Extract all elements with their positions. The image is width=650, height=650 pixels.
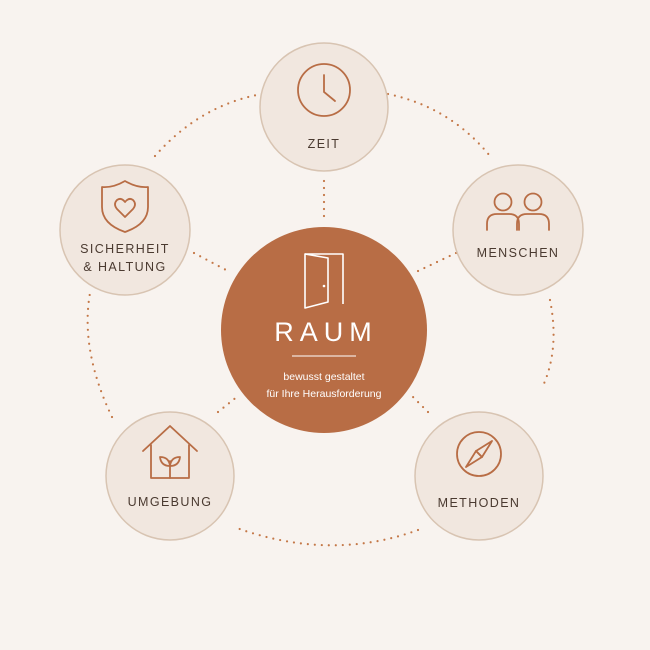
node-sicherheit-circle <box>59 164 191 296</box>
node-menschen: MENSCHEN <box>452 164 584 296</box>
node-umgebung: UMGEBUNG <box>105 411 235 541</box>
node-menschen-label: MENSCHEN <box>477 246 560 260</box>
ring-arc-umgebung-sicherheit <box>86 291 114 419</box>
node-methoden-label: METHODEN <box>438 496 521 510</box>
node-methoden: METHODEN <box>414 411 544 541</box>
center-title: RAUM <box>274 317 378 347</box>
center-node: RAUM bewusst gestaltet für Ihre Herausfo… <box>221 227 427 433</box>
spoke-menschen <box>416 251 458 273</box>
ring-arc-methoden-umgebung <box>232 525 420 547</box>
outer-ring <box>86 92 555 547</box>
node-sicherheit-label-line2: & HALTUNG <box>83 260 166 274</box>
center-subtitle-line1: bewusst gestaltet <box>283 371 364 383</box>
clock-icon <box>297 63 351 117</box>
node-menschen-circle <box>452 164 584 296</box>
spokes <box>192 179 458 414</box>
ring-arc-menschen-methoden <box>540 298 555 390</box>
node-zeit-circle <box>259 42 389 172</box>
ring-arc-sicherheit-zeit <box>153 92 264 158</box>
center-circle <box>221 227 427 433</box>
node-zeit-label: ZEIT <box>308 137 341 151</box>
shield-heart-icon <box>101 180 149 233</box>
door-icon <box>304 253 344 309</box>
spoke-umgebung <box>216 394 240 414</box>
node-sicherheit-label-line1: SICHERHEIT <box>80 242 170 256</box>
ring-arc-zeit-menschen <box>386 92 492 158</box>
house-plant-icon <box>142 425 198 479</box>
node-zeit: ZEIT <box>259 42 389 172</box>
node-umgebung-label: UMGEBUNG <box>128 495 213 509</box>
compass-icon <box>456 431 502 477</box>
spoke-methoden <box>410 394 430 414</box>
center-subtitle-line2: für Ihre Herausforderung <box>267 388 382 400</box>
node-sicherheit: SICHERHEIT & HALTUNG <box>59 164 191 296</box>
spoke-sicherheit <box>192 251 230 273</box>
people-icon <box>486 192 550 231</box>
